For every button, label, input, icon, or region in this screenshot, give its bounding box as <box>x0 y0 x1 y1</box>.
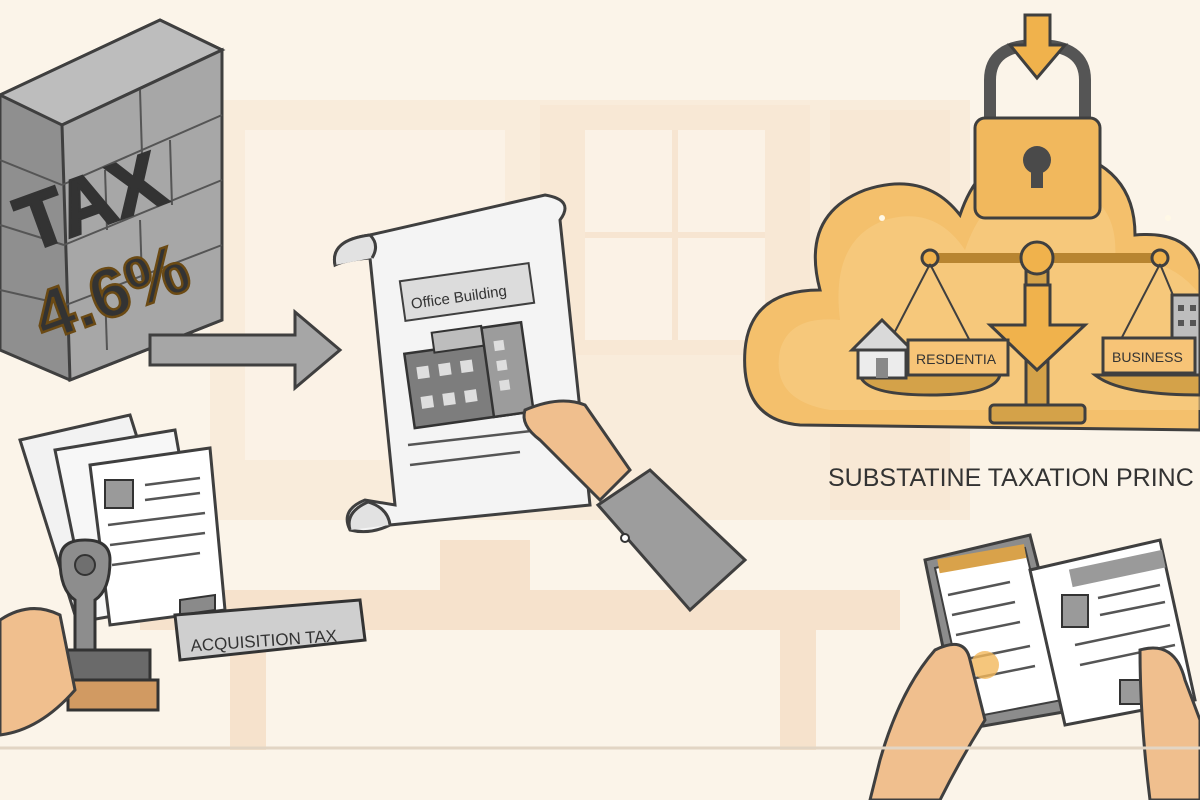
deed-scroll: Office Building <box>332 193 592 534</box>
building-icon <box>402 320 536 430</box>
business-label: BUSINESS <box>1112 349 1183 365</box>
tax-wall: TAX 4.6% <box>0 18 226 383</box>
residential-label: RESDENTIA <box>916 351 997 367</box>
stamp-icon <box>0 538 160 737</box>
house-icon <box>848 317 916 380</box>
right-arrow-icon <box>148 308 343 392</box>
tax-wall-word: TAX <box>4 134 175 268</box>
document-stack <box>18 413 227 627</box>
acquisition-tax-tag: ACQUISITION TAX <box>173 593 367 662</box>
caption: SUBSTATINE TAXATION PRINC <box>828 464 1194 492</box>
down-arrow-icon <box>1006 13 1069 81</box>
business-tag: BUSINESS <box>1101 336 1197 375</box>
hand-icon <box>522 399 748 613</box>
review-documents <box>868 533 1200 800</box>
residential-tag: RESDENTIA <box>906 338 1010 377</box>
lock-icon <box>973 38 1102 220</box>
